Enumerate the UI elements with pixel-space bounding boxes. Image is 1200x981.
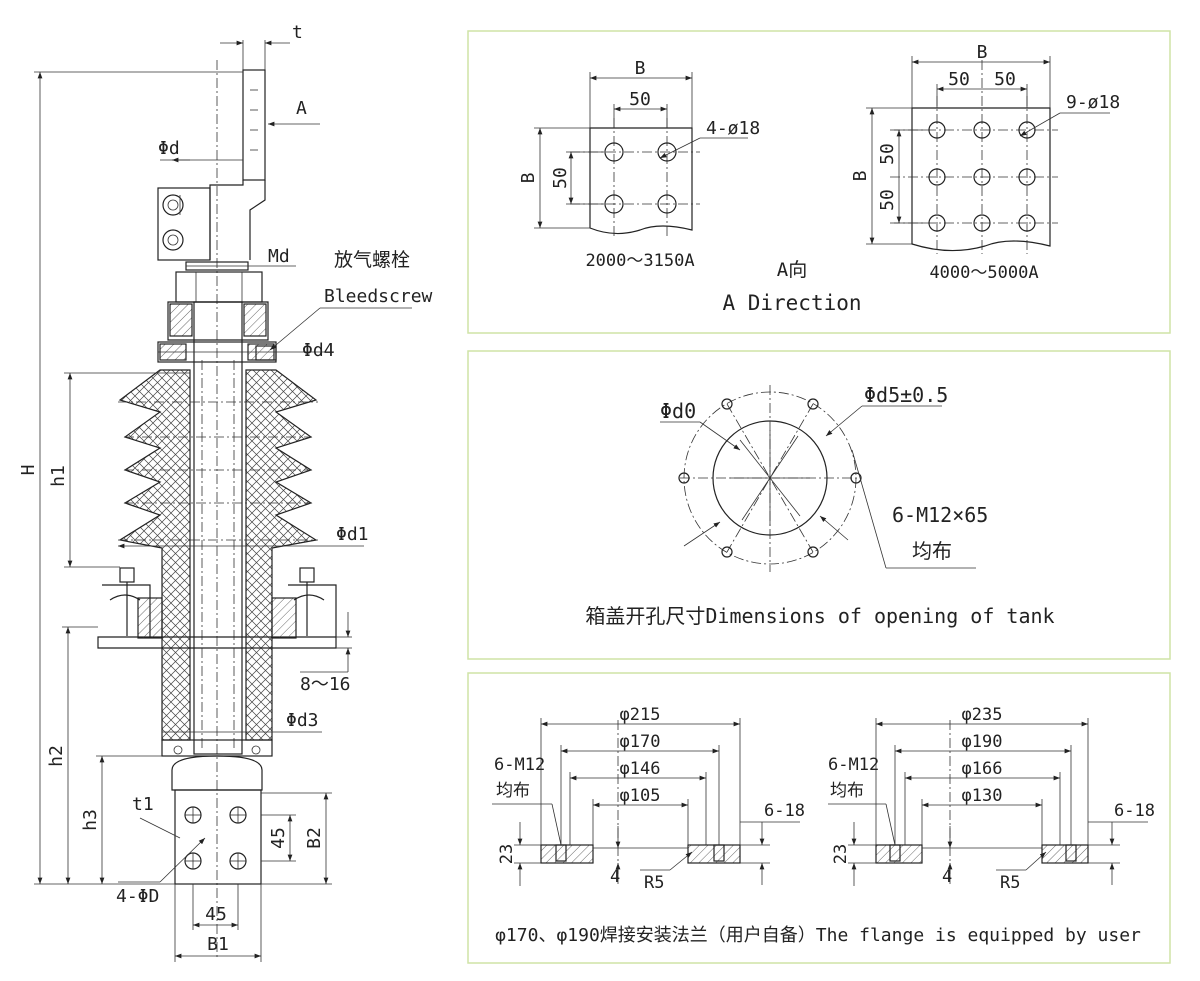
dim-b2: B2 (304, 827, 325, 849)
a-left-50-side: 50 (550, 167, 571, 189)
dim-d4: Φd4 (302, 340, 335, 361)
fl-right-holes: 6-18 (1114, 801, 1155, 821)
a-right-b-top: B (977, 42, 988, 63)
porcelain-sheds-left (118, 369, 191, 741)
fl-left-d215: φ215 (620, 705, 661, 725)
fl-right-d235: φ235 (962, 705, 1003, 725)
a-right-b-side: B (850, 171, 871, 182)
tank-even: 均布 (912, 539, 952, 563)
fl-right-d190: φ190 (962, 732, 1003, 752)
a-direction-9-hole-plate (866, 56, 1110, 254)
tank-d5: Φd5±0.5 (864, 383, 948, 407)
fl-right-r5: R5 (1000, 873, 1020, 893)
a-right-50-side-a: 50 (877, 143, 898, 165)
a-direction-4-hole-plate (534, 72, 748, 238)
dim-b1: B1 (207, 934, 229, 955)
dim-h3: h3 (80, 809, 101, 831)
label-view-a: A (296, 98, 307, 119)
bottom-cap (171, 755, 263, 791)
a-right-caption: 4000～5000A (929, 263, 1038, 283)
panel-flange-frame (467, 672, 1171, 964)
tank-caption: 箱盖开孔尺寸Dimensions of opening of tank (585, 604, 1054, 628)
terminal-clamp (157, 187, 211, 261)
fl-left-4: 4 (610, 867, 620, 887)
panel-tank-opening-frame (467, 350, 1171, 660)
fl-right-d130: φ130 (962, 786, 1003, 806)
a-right-holes: 9-ø18 (1066, 92, 1120, 113)
tank-bolts: 6-M12×65 (892, 503, 988, 527)
dim-45-vertical: 45 (268, 827, 289, 849)
bottom-terminal-plate (174, 789, 262, 885)
dim-45-horizontal: 45 (205, 904, 227, 925)
a-direction-cn: A向 (777, 259, 807, 281)
a-left-b-side: B (518, 173, 539, 184)
hex-nut (175, 271, 263, 303)
dim-t1: t1 (132, 794, 154, 815)
a-left-holes: 4-ø18 (706, 118, 760, 139)
fl-left-bolts: 6-M12 (494, 755, 545, 775)
dim-flange-range: 8～16 (300, 674, 351, 695)
fl-right-bolts: 6-M12 (828, 755, 879, 775)
conductor-tube (193, 301, 243, 755)
a-direction-en: A Direction (722, 291, 861, 315)
dim-h2: h2 (46, 745, 67, 767)
bleedscrew-label-cn: 放气螺栓 (334, 249, 410, 271)
fl-right-d166: φ166 (962, 759, 1003, 779)
fl-left-d105: φ105 (620, 786, 661, 806)
fl-right-23: 23 (831, 844, 851, 864)
bleedscrew-label-en: Bleedscrew (324, 286, 433, 307)
fl-left-holes: 6-18 (764, 801, 805, 821)
a-right-50-b: 50 (994, 69, 1016, 90)
panel-a-direction-frame (467, 30, 1171, 334)
fl-left-even: 均布 (496, 781, 530, 801)
fl-left-r5: R5 (644, 873, 664, 893)
dim-4-d-holes: 4-ΦD (116, 886, 159, 907)
tank-d0: Φd0 (660, 399, 696, 423)
dim-d3: Φd3 (286, 710, 319, 731)
flange-caption: φ170、φ190焊接安装法兰（用户自备）The flange is equip… (495, 925, 1141, 946)
dim-h: H (18, 465, 39, 476)
a-left-caption: 2000～3150A (585, 251, 694, 271)
bleed-screw (255, 345, 277, 361)
a-right-50-a: 50 (948, 69, 970, 90)
dim-t: t (292, 22, 303, 43)
tank-opening-drawing (660, 385, 976, 572)
fl-left-23: 23 (497, 844, 517, 864)
flange-left-drawing (492, 718, 800, 886)
top-terminal-plate (242, 69, 266, 181)
a-right-50-side-b: 50 (877, 189, 898, 211)
a-left-b-top: B (635, 58, 646, 79)
a-left-50-top: 50 (629, 89, 651, 110)
fl-left-d146: φ146 (620, 759, 661, 779)
bushing-assembly: t A Φd Md 放气螺栓 Bleedscrew Φd4 h1 Φd1 H 8… (18, 22, 433, 962)
dim-d1: Φd1 (336, 524, 369, 545)
fl-right-4: 4 (942, 867, 952, 887)
fl-right-even: 均布 (830, 781, 864, 801)
dim-md: Md (268, 246, 290, 267)
fl-left-d170: φ170 (620, 732, 661, 752)
dim-d: Φd (158, 138, 180, 159)
flange-right-drawing (828, 718, 1148, 886)
dim-h1: h1 (48, 465, 69, 487)
